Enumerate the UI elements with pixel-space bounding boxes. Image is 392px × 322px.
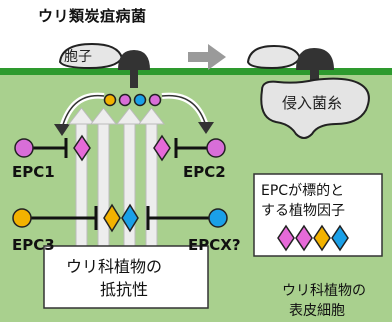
epcx-dot xyxy=(208,208,228,228)
progression-arrow xyxy=(188,44,226,70)
appressorium-right xyxy=(296,48,334,84)
epcx-label: EPCX? xyxy=(188,236,241,254)
cell-wall xyxy=(0,68,392,75)
secreted-effector-dot xyxy=(148,93,162,107)
epidermis-label-line2: 表皮細胞 xyxy=(289,303,345,319)
epc2-inhibition xyxy=(153,134,226,162)
epc1-label: EPC1 xyxy=(12,163,55,181)
epc3-dot xyxy=(12,208,32,228)
invasive-hypha-label: 侵入菌糸 xyxy=(282,94,343,112)
epc2-dot xyxy=(206,138,226,158)
secretion-arrow-right xyxy=(161,92,214,134)
epc2-target-diamond xyxy=(153,134,171,162)
resistance-arrows xyxy=(67,107,166,249)
secreted-effector-dot xyxy=(118,93,132,107)
spore-label: 胞子 xyxy=(64,49,92,65)
epidermis-label-line1: ウリ科植物の xyxy=(282,283,366,299)
epc1-inhibition xyxy=(14,134,91,162)
target-factor-label-line1: EPCが標的と xyxy=(261,183,345,199)
resistance-label-line2: 抵抗性 xyxy=(100,280,149,299)
secreted-effectors xyxy=(103,93,162,107)
appressorium-left xyxy=(118,50,150,88)
secreted-effector-dot xyxy=(103,93,117,107)
diagram-title: ウリ類炭疽病菌 xyxy=(38,7,147,25)
secretion-arrow-left xyxy=(54,92,105,136)
epc1-dot xyxy=(14,138,34,158)
spore-right xyxy=(246,44,302,70)
target-factor-diamonds xyxy=(277,224,349,252)
epc3-label: EPC3 xyxy=(12,236,55,254)
epcx-target-diamond xyxy=(121,203,139,233)
epc3-target-diamond xyxy=(103,203,121,233)
secreted-effector-dot xyxy=(133,93,147,107)
resistance-label-line1: ウリ科植物の xyxy=(66,257,163,276)
invasive-hypha xyxy=(260,77,370,139)
epc1-target-diamond xyxy=(73,134,91,162)
resistance-box xyxy=(43,245,209,309)
epc3-epcx-inhibition xyxy=(12,203,228,233)
target-factor-label-line2: する植物因子 xyxy=(261,203,345,219)
epc2-label: EPC2 xyxy=(183,163,226,181)
